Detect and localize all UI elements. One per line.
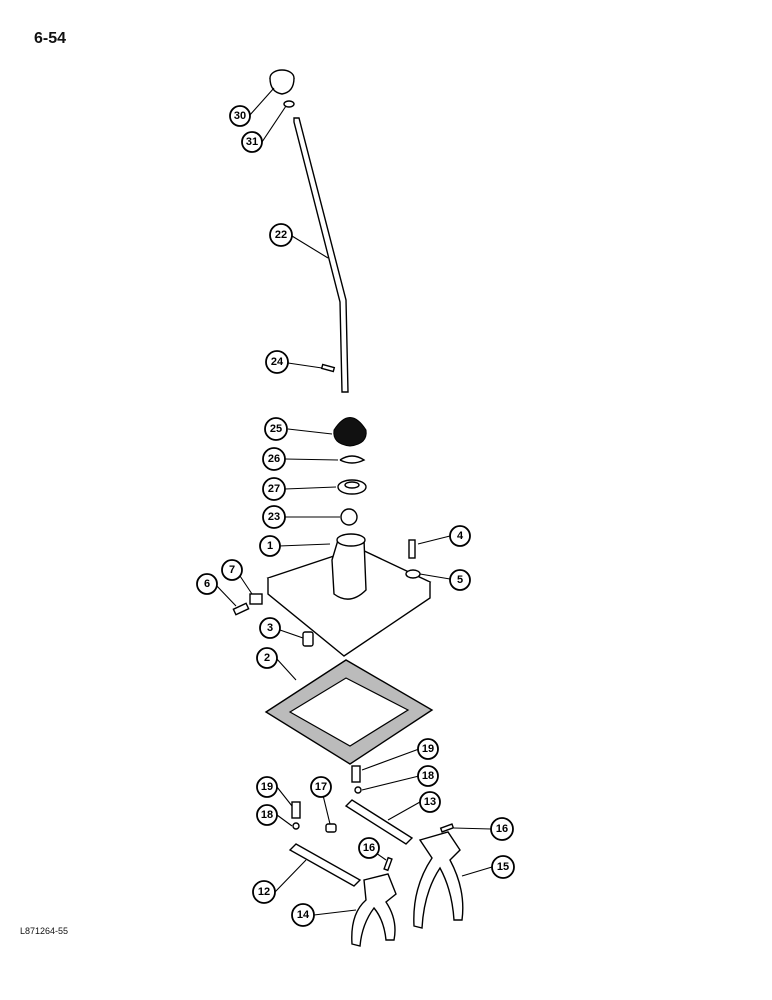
- svg-text:16: 16: [363, 842, 375, 854]
- shift-knob: [269, 69, 295, 95]
- hex-nut: [249, 593, 263, 605]
- shift-rail-upper: [344, 799, 414, 845]
- svg-text:26: 26: [268, 453, 280, 465]
- svg-text:1: 1: [267, 540, 273, 552]
- detent-spring-left: [291, 801, 301, 819]
- callout-27: 27: [262, 477, 286, 501]
- callout-25: 25: [264, 417, 288, 441]
- figure-id: L871264-55: [20, 926, 69, 936]
- callout-15: 15: [491, 855, 515, 879]
- svg-text:25: 25: [270, 423, 282, 435]
- svg-text:5: 5: [457, 574, 463, 586]
- dowel-pin: [302, 631, 314, 647]
- gasket: [264, 659, 434, 765]
- roll-pin: [320, 363, 336, 373]
- callout-24: 24: [265, 350, 289, 374]
- svg-text:3: 3: [267, 622, 273, 634]
- svg-text:19: 19: [261, 781, 273, 793]
- rubber-boot: [333, 417, 367, 447]
- svg-text:24: 24: [271, 356, 284, 368]
- callout-16-left: 16: [358, 837, 380, 859]
- svg-text:18: 18: [422, 770, 434, 782]
- svg-text:27: 27: [268, 483, 280, 495]
- pivot-ball: [340, 508, 358, 526]
- svg-text:23: 23: [268, 511, 280, 523]
- callout-5: 5: [449, 569, 471, 591]
- detent-ball-left: [292, 822, 300, 830]
- leader-lines: [214, 87, 493, 916]
- svg-text:22: 22: [275, 229, 287, 241]
- callout-7: 7: [221, 559, 243, 581]
- callout-12: 12: [252, 880, 276, 904]
- svg-text:7: 7: [229, 564, 235, 576]
- detent-spring-right: [351, 765, 361, 783]
- svg-text:15: 15: [497, 861, 509, 873]
- snap-ring: [339, 455, 366, 464]
- callout-3: 3: [259, 617, 281, 639]
- callout-14: 14: [291, 903, 315, 927]
- shift-rail-lower: [288, 843, 362, 887]
- callout-23: 23: [262, 505, 286, 529]
- set-screw: [232, 602, 250, 616]
- callout-13: 13: [419, 791, 441, 813]
- callout-19-right: 19: [417, 738, 439, 760]
- shift-fork-right: [413, 831, 464, 929]
- callout-19-left: 19: [256, 776, 278, 798]
- svg-text:31: 31: [246, 136, 258, 148]
- svg-text:14: 14: [297, 909, 310, 921]
- fork-pin-right: [439, 823, 455, 833]
- svg-text:19: 19: [422, 743, 434, 755]
- svg-text:4: 4: [457, 530, 464, 542]
- callout-18-right: 18: [417, 765, 439, 787]
- callout-6: 6: [196, 573, 218, 595]
- svg-text:13: 13: [424, 796, 436, 808]
- fork-pin-left: [383, 856, 393, 872]
- svg-text:18: 18: [261, 809, 273, 821]
- callout-30: 30: [229, 105, 251, 127]
- shifter-housing: [266, 533, 432, 657]
- callout-2: 2: [256, 647, 278, 669]
- knob-nut: [283, 100, 295, 108]
- svg-text:6: 6: [204, 578, 210, 590]
- detent-ball-right: [354, 786, 362, 794]
- callout-1: 1: [259, 535, 281, 557]
- callout-17: 17: [310, 776, 332, 798]
- cap-screw: [408, 539, 416, 559]
- interlock-pin: [325, 823, 337, 833]
- page-number: 6-54: [34, 30, 67, 47]
- svg-text:12: 12: [258, 886, 270, 898]
- gear-shift-lever: [293, 117, 349, 393]
- callout-22: 22: [269, 223, 293, 247]
- svg-text:30: 30: [234, 110, 246, 122]
- svg-text:16: 16: [496, 823, 508, 835]
- seal-ring: [337, 479, 367, 495]
- svg-text:17: 17: [315, 781, 327, 793]
- callout-4: 4: [449, 525, 471, 547]
- shift-fork-left: [351, 873, 397, 947]
- callout-26: 26: [262, 447, 286, 471]
- lock-washer: [405, 569, 421, 579]
- callout-18-left: 18: [256, 804, 278, 826]
- svg-text:2: 2: [264, 652, 270, 664]
- callout-31: 31: [241, 131, 263, 153]
- callout-16-right: 16: [490, 817, 514, 841]
